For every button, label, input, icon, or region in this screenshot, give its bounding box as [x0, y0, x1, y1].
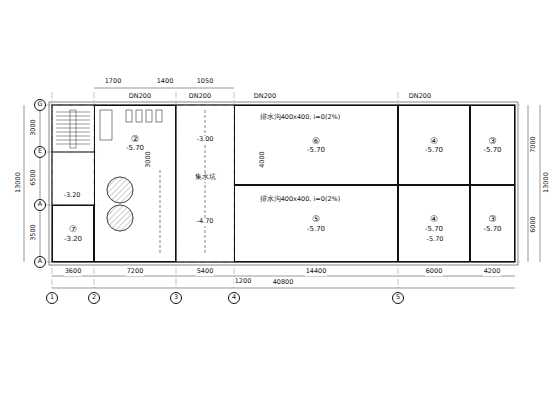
elevation: -5.70 — [307, 225, 325, 233]
plan-label: 4000 — [258, 151, 265, 170]
room: ②-5.70 — [94, 105, 176, 262]
room: ③-5.70 — [470, 105, 515, 185]
axis-label: G — [37, 101, 42, 108]
plan-label: -5.70 — [426, 236, 445, 243]
plan-label: 1700 — [104, 78, 123, 85]
plan-label: -3.20 — [63, 192, 82, 199]
elevation: -5.70 — [425, 146, 443, 154]
axis-label: 4 — [232, 294, 236, 301]
axis-label: 5 — [396, 294, 400, 301]
elevation: -3.20 — [64, 235, 82, 243]
plan-label: 排水沟400x400, i=0(2%) — [259, 114, 342, 121]
axis-label: E — [38, 148, 42, 155]
plan-label: DN200 — [128, 93, 152, 100]
elevation: -5.70 — [483, 225, 501, 233]
plan-label: 集水坑 — [194, 174, 217, 181]
axis-label: A — [38, 201, 42, 208]
plan-label: 3000 — [29, 119, 36, 138]
elevation: -5.70 — [483, 146, 501, 154]
plan-label: 6000 — [529, 216, 536, 235]
axis-bubble: 2 — [88, 292, 100, 304]
plan-label: 40800 — [272, 279, 295, 286]
room: ④-5.70 — [398, 185, 470, 262]
axis-bubble: 5 — [392, 292, 404, 304]
axis-label: A — [38, 258, 42, 265]
plan-label: -3.00 — [196, 136, 215, 143]
plan-label: DN200 — [408, 93, 432, 100]
axis-bubble: 4 — [228, 292, 240, 304]
room-number: ② — [131, 134, 139, 144]
plan-label: 1400 — [156, 78, 175, 85]
plan-label: 13000 — [542, 172, 549, 195]
plan-label: 6500 — [29, 169, 36, 188]
plan-label: 1200 — [234, 278, 253, 285]
plan-label: 3500 — [29, 224, 36, 243]
room-number: ④ — [430, 136, 438, 146]
room: ⑦-3.20 — [52, 205, 94, 262]
room-number: ④ — [430, 214, 438, 224]
plan-label: 7000 — [529, 136, 536, 155]
axis-label: 3 — [174, 294, 178, 301]
axis-label: 2 — [92, 294, 96, 301]
room-number: ⑤ — [312, 214, 320, 224]
plan-label: DN200 — [253, 93, 277, 100]
plan-label: 14400 — [305, 268, 328, 275]
plan-label: 3600 — [64, 268, 83, 275]
room-number: ⑥ — [312, 136, 320, 146]
axis-bubble: 3 — [170, 292, 182, 304]
plan-label: 6000 — [425, 268, 444, 275]
elevation: -5.70 — [425, 225, 443, 233]
elevation: -5.70 — [126, 144, 144, 152]
plan-label: 4200 — [483, 268, 502, 275]
plan-label: 13000 — [14, 172, 21, 195]
room-number: ③ — [488, 214, 496, 224]
axis-bubble: A — [34, 199, 46, 211]
axis-bubble: 1 — [46, 292, 58, 304]
plan-label: 7200 — [126, 268, 145, 275]
room: ④-5.70 — [398, 105, 470, 185]
plan-label: 1050 — [196, 78, 215, 85]
plan-label: 3000 — [144, 151, 151, 170]
elevation: -5.70 — [307, 146, 325, 154]
plan-label: 排水沟400x400, i=0(2%) — [259, 196, 342, 203]
axis-bubble: E — [34, 146, 46, 158]
axis-label: 1 — [50, 294, 54, 301]
axis-bubble: G — [34, 99, 46, 111]
axis-bubble: A — [34, 256, 46, 268]
plan-label: -4.70 — [196, 218, 215, 225]
room-number: ③ — [488, 136, 496, 146]
plan-label: 5400 — [196, 268, 215, 275]
plan-label: DN200 — [188, 93, 212, 100]
room: ③-5.70 — [470, 185, 515, 262]
room-number: ⑦ — [69, 224, 77, 234]
